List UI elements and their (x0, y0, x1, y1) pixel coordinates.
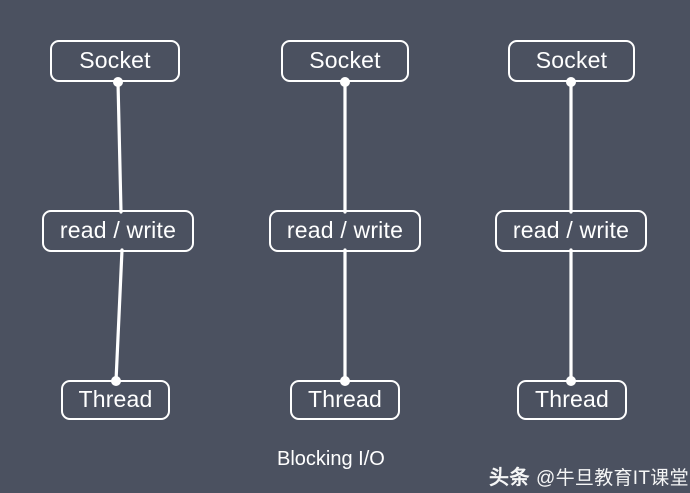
node-socket-3[interactable]: Socket (508, 40, 635, 82)
connector-dot-socket3 (566, 77, 576, 87)
node-thread-2-label: Thread (307, 385, 383, 412)
node-thread-3-label: Thread (534, 385, 610, 412)
node-readwrite-3-label: read / write (512, 216, 630, 243)
diagram-caption: Blocking I/O (277, 448, 385, 470)
node-readwrite-3[interactable]: read / write (495, 210, 647, 252)
node-thread-2[interactable]: Thread (290, 380, 400, 420)
node-socket-1[interactable]: Socket (50, 40, 180, 82)
watermark: 头条 @牛旦教育IT课堂 (489, 461, 689, 490)
node-thread-1[interactable]: Thread (61, 380, 170, 420)
node-thread-1-label: Thread (78, 385, 153, 412)
watermark-logo: 头条 (489, 467, 530, 489)
watermark-handle: @牛旦教育IT课堂 (536, 468, 689, 489)
connector-dot-socket1 (113, 77, 123, 87)
node-socket-2-label: Socket (309, 46, 381, 73)
node-readwrite-2-label: read / write (286, 216, 404, 243)
node-socket-3-label: Socket (535, 46, 608, 73)
node-readwrite-2[interactable]: read / write (269, 210, 421, 252)
node-readwrite-1[interactable]: read / write (42, 210, 194, 252)
node-socket-1-label: Socket (79, 46, 151, 73)
connector-socket1-readwrite1 (116, 80, 123, 214)
node-readwrite-1-label: read / write (59, 216, 177, 243)
connector-dot-socket2 (340, 77, 350, 87)
node-socket-2[interactable]: Socket (281, 40, 409, 82)
connector-readwrite1-thread1 (114, 248, 124, 383)
node-thread-3[interactable]: Thread (517, 380, 627, 420)
